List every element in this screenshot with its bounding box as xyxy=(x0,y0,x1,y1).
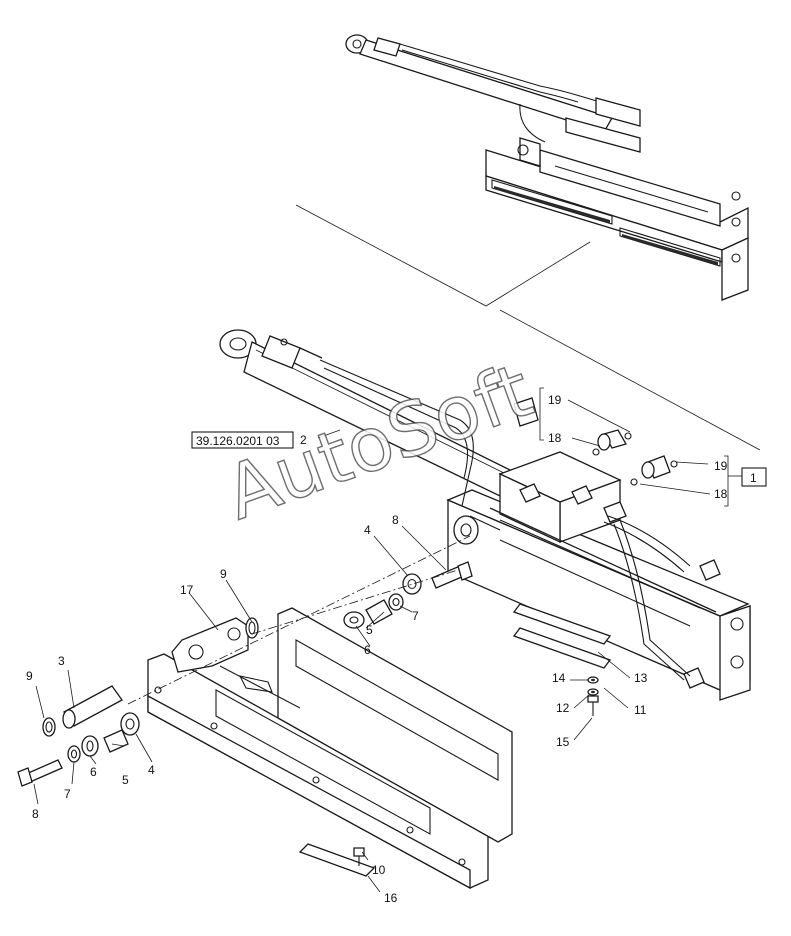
callout-12: 12 xyxy=(556,701,570,715)
callout-10: 10 xyxy=(372,863,386,877)
callout-7-bottom: 7 xyxy=(64,787,71,801)
right-pin-stack xyxy=(245,561,473,639)
callout-19-top: 19 xyxy=(548,393,562,407)
callout-7-top: 7 xyxy=(412,609,419,623)
callout-16: 16 xyxy=(384,891,398,905)
small-hardware xyxy=(298,676,599,877)
main-bracket-body xyxy=(319,359,751,701)
callout-1: 1 xyxy=(750,471,757,485)
assembly-axis-left xyxy=(127,535,471,705)
callout-4-top: 4 xyxy=(364,523,371,537)
leader-lines xyxy=(33,399,711,893)
callout-13: 13 xyxy=(634,671,648,685)
callout-4-bottom: 4 xyxy=(148,763,155,777)
clevis-plate xyxy=(171,617,249,673)
callout-11: 11 xyxy=(634,703,647,717)
group-box-1: 1 xyxy=(539,387,767,507)
callout-labels: 2 3 4 4 5 5 6 6 7 7 8 8 9 9 10 11 12 13 … xyxy=(26,393,728,905)
callout-2: 2 xyxy=(300,433,307,447)
callout-8-bottom: 8 xyxy=(32,807,39,821)
reference-code: 39.126.0201 03 xyxy=(196,434,280,448)
reference-box: 39.126.0201 03 xyxy=(191,431,294,449)
callout-18-bottom: 18 xyxy=(714,487,728,501)
callout-3: 3 xyxy=(58,654,65,668)
hose-fittings xyxy=(513,397,678,486)
lower-mounting-bracket xyxy=(147,607,513,890)
callout-18-top: 18 xyxy=(548,431,562,445)
assembly-axis-right xyxy=(251,569,459,635)
callout-5-bottom: 5 xyxy=(122,773,129,787)
overview-assembly xyxy=(345,34,749,301)
wear-pads xyxy=(512,603,612,669)
callout-9-left: 9 xyxy=(26,669,33,683)
callout-14: 14 xyxy=(552,671,566,685)
callout-15: 15 xyxy=(556,735,570,749)
left-pin-stack xyxy=(17,685,140,787)
callout-5-top: 5 xyxy=(366,623,373,637)
callout-17: 17 xyxy=(180,583,194,597)
callout-9-right: 9 xyxy=(220,567,227,581)
zoom-connector-lines xyxy=(295,204,761,451)
callout-6-top: 6 xyxy=(364,643,371,657)
callout-8-top: 8 xyxy=(392,513,399,527)
callout-6-bottom: 6 xyxy=(90,765,97,779)
callout-19-bottom: 19 xyxy=(714,459,728,473)
